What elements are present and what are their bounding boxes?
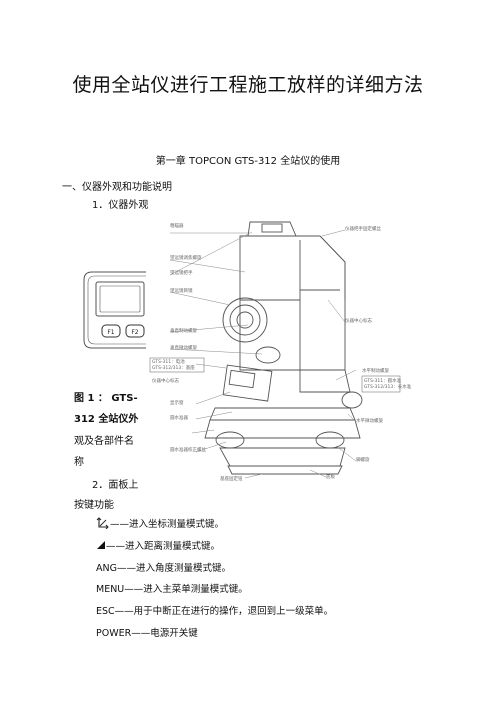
label-display-window: 显示窗 xyxy=(170,401,184,406)
f2-key: F2 xyxy=(125,324,145,338)
label-base-fix-knob: 基座固定钮 xyxy=(220,477,243,482)
key-line-ang: ANG——进入角度测量模式键。 xyxy=(96,560,231,574)
key-line-distance: ——进入距离测量模式键。 xyxy=(96,538,220,552)
label-gts311-battery: GTS-311：电池 xyxy=(152,360,185,365)
key-esc: ESC xyxy=(96,606,115,617)
label-vertical-tangent-screw: 垂直微动螺旋 xyxy=(170,346,197,351)
f1-key: F1 xyxy=(101,324,121,338)
figure-caption-line2: 312 全站仪外 xyxy=(74,414,139,425)
key-power: POWER xyxy=(96,628,132,639)
coordinate-icon xyxy=(96,517,109,530)
label-sighting-collimator: 粗瞄器 xyxy=(170,224,184,229)
key-line-power: POWER——电源开关键 xyxy=(96,625,198,639)
label-telescope-eyepiece: 望远镜目镜 xyxy=(170,289,193,294)
f2-key-label: F2 xyxy=(131,329,138,336)
label-base-plate: 底板 xyxy=(326,475,335,480)
key-line-ang-text: ——进入角度测量模式键。 xyxy=(116,563,231,574)
label-telescope-grip: 望远镜把手 xyxy=(170,271,193,276)
label-gts311-circular-level: GTS-311：圆水准 xyxy=(364,379,402,384)
triangle-icon xyxy=(97,541,105,549)
key-line-esc-text: ——用于中断正在进行的操作，退回到上一级菜单。 xyxy=(114,606,334,617)
subsection-heading-appearance: 1．仪器外观 xyxy=(92,200,149,211)
chapter-heading: 第一章 TOPCON GTS-312 全站仪的使用 xyxy=(155,156,341,167)
label-handle-fix-screw: 仪器把手固定螺丝 xyxy=(345,227,381,232)
figure-caption-line3: 观及各部件名 xyxy=(74,436,134,447)
figure-caption-line4: 称 xyxy=(74,457,84,468)
label-horizontal-tangent-screw: 水平微动螺旋 xyxy=(356,419,383,424)
label-gts312-plate-level: GTS-312/313：长水准 xyxy=(364,385,412,390)
label-instrument-center-left: 仪器中心标志 xyxy=(152,379,179,384)
key-line-distance-text: ——进入距离测量模式键。 xyxy=(106,541,221,552)
subsection-heading-panel-keys-cont: 按键功能 xyxy=(74,500,114,511)
subsection-heading-panel-keys: 2．面板上 xyxy=(92,480,139,491)
label-horizontal-clamp: 水平制动螺旋 xyxy=(362,369,389,374)
key-line-menu: MENU——进入主菜单测量模式键。 xyxy=(96,581,248,595)
leader-lines xyxy=(169,229,357,479)
key-line-coordinate-text: ——进入坐标测量模式键。 xyxy=(110,519,225,530)
key-line-coordinate: ——进入坐标测量模式键。 xyxy=(96,516,224,530)
label-vertical-clamp: 垂直制动螺旋 xyxy=(170,329,197,334)
label-telescope-focusing-knob: 望远镜调焦螺旋 xyxy=(170,256,202,261)
key-menu: MENU xyxy=(96,584,125,595)
label-instrument-center-right: 仪器中心标志 xyxy=(345,319,372,324)
label-gts312-base: GTS-312/313：基座 xyxy=(152,366,195,371)
key-line-power-text: ——电源开关键 xyxy=(131,628,198,639)
key-line-menu-text: ——进入主菜单测量模式键。 xyxy=(124,584,248,595)
label-circular-level-adjust-screw: 圆水准器校正螺丝 xyxy=(170,448,206,453)
instrument-drawing xyxy=(204,221,363,475)
key-ang: ANG xyxy=(96,563,117,574)
label-leveling-screw: 脚螺旋 xyxy=(356,458,370,463)
panel-detail xyxy=(83,271,146,349)
figure-caption-line1: 图 1 ： GTS- xyxy=(74,393,138,404)
document-title: 使用全站仪进行工程施工放样的详细方法 xyxy=(72,74,424,96)
label-circular-level: 圆水准器 xyxy=(170,416,188,421)
f1-key-label: F1 xyxy=(107,329,114,336)
section-heading: 一、仪器外观和功能说明 xyxy=(62,182,172,193)
key-line-esc: ESC——用于中断正在进行的操作，退回到上一级菜单。 xyxy=(96,603,333,617)
